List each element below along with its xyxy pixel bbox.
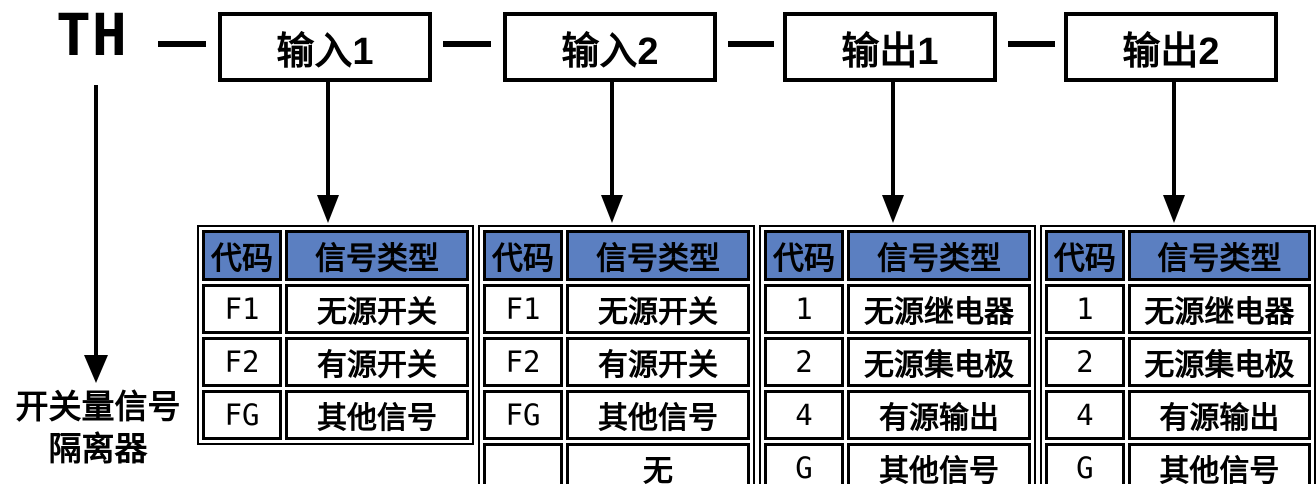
segment-box-input2-label: 输入2 xyxy=(561,30,659,73)
arrow-line-output2 xyxy=(1172,82,1176,195)
code-cell: FG xyxy=(483,390,563,440)
signal-type-cell: 有源开关 xyxy=(285,337,469,387)
signal-type-cell: 无 xyxy=(566,443,750,484)
code-table-output2: 代码信号类型1无源继电器2无源集电极4有源输出G其他信号无 xyxy=(1040,225,1316,484)
code-cell: F2 xyxy=(483,337,563,387)
product-type-label: 开关量信号 隔离器 xyxy=(0,386,196,470)
signal-type-column-header: 信号类型 xyxy=(566,230,750,281)
code-cell: 2 xyxy=(764,337,844,387)
table-row: 无 xyxy=(483,443,750,484)
signal-type-column-header: 信号类型 xyxy=(285,230,469,281)
code-cell: 4 xyxy=(764,390,844,440)
code-cell: 2 xyxy=(1045,337,1125,387)
segment-box-output1-label: 输出1 xyxy=(841,30,939,73)
signal-type-column-header: 信号类型 xyxy=(847,230,1031,281)
signal-type-cell: 有源开关 xyxy=(566,337,750,387)
signal-type-cell: 有源输出 xyxy=(1127,390,1311,440)
signal-type-cell: 无源继电器 xyxy=(847,284,1031,334)
header-row: 代码信号类型 xyxy=(202,230,469,281)
header-row: 代码信号类型 xyxy=(764,230,1031,281)
segment-box-input2: 输入2 xyxy=(503,12,717,82)
model-prefix-label: TH xyxy=(56,1,128,69)
arrow-down-icon xyxy=(882,195,904,223)
arrow-down-icon xyxy=(317,195,339,223)
signal-type-cell: 无源开关 xyxy=(566,284,750,334)
segment-box-input1: 输入1 xyxy=(218,12,432,82)
hyphen-separator xyxy=(728,41,774,47)
signal-type-cell: 无源集电极 xyxy=(1127,337,1311,387)
hyphen-separator xyxy=(1008,41,1055,47)
signal-type-column-header: 信号类型 xyxy=(1127,230,1311,281)
code-cell: G xyxy=(1045,443,1125,484)
code-cell: 1 xyxy=(1045,284,1125,334)
product-type-line2: 隔离器 xyxy=(48,430,148,467)
arrow-line-input2 xyxy=(610,82,614,195)
hyphen-separator xyxy=(158,41,206,47)
code-column-header: 代码 xyxy=(764,230,844,281)
code-cell: FG xyxy=(202,390,282,440)
signal-type-cell: 有源输出 xyxy=(847,390,1031,440)
segment-box-input1-label: 输入1 xyxy=(276,30,374,73)
code-column-header: 代码 xyxy=(202,230,282,281)
code-cell: 4 xyxy=(1045,390,1125,440)
signal-type-cell: 无源继电器 xyxy=(1127,284,1311,334)
header-row: 代码信号类型 xyxy=(1045,230,1311,281)
code-cell: F1 xyxy=(483,284,563,334)
arrow-down-icon xyxy=(601,195,623,223)
signal-type-cell: 其他信号 xyxy=(1127,443,1311,484)
signal-type-cell: 其他信号 xyxy=(285,390,469,440)
signal-type-cell: 无源集电极 xyxy=(847,337,1031,387)
header-row: 代码信号类型 xyxy=(483,230,750,281)
arrow-line-model-prefix xyxy=(94,85,98,355)
signal-type-cell: 无源开关 xyxy=(285,284,469,334)
code-cell: F2 xyxy=(202,337,282,387)
code-cell: F1 xyxy=(202,284,282,334)
arrow-line-input1 xyxy=(326,82,330,195)
code-cell: 1 xyxy=(764,284,844,334)
code-cell: G xyxy=(764,443,844,484)
code-column-header: 代码 xyxy=(1045,230,1125,281)
segment-box-output2: 输出2 xyxy=(1064,12,1278,82)
arrow-down-icon xyxy=(84,355,108,383)
hyphen-separator xyxy=(443,41,491,47)
arrow-line-output1 xyxy=(891,82,895,195)
segment-box-output2-label: 输出2 xyxy=(1122,30,1220,73)
product-type-line1: 开关量信号 xyxy=(15,388,181,425)
signal-type-cell: 其他信号 xyxy=(566,390,750,440)
arrow-down-icon xyxy=(1163,195,1185,223)
signal-type-cell: 其他信号 xyxy=(847,443,1031,484)
code-cell xyxy=(483,443,563,484)
code-column-header: 代码 xyxy=(483,230,563,281)
segment-box-output1: 输出1 xyxy=(783,12,997,82)
